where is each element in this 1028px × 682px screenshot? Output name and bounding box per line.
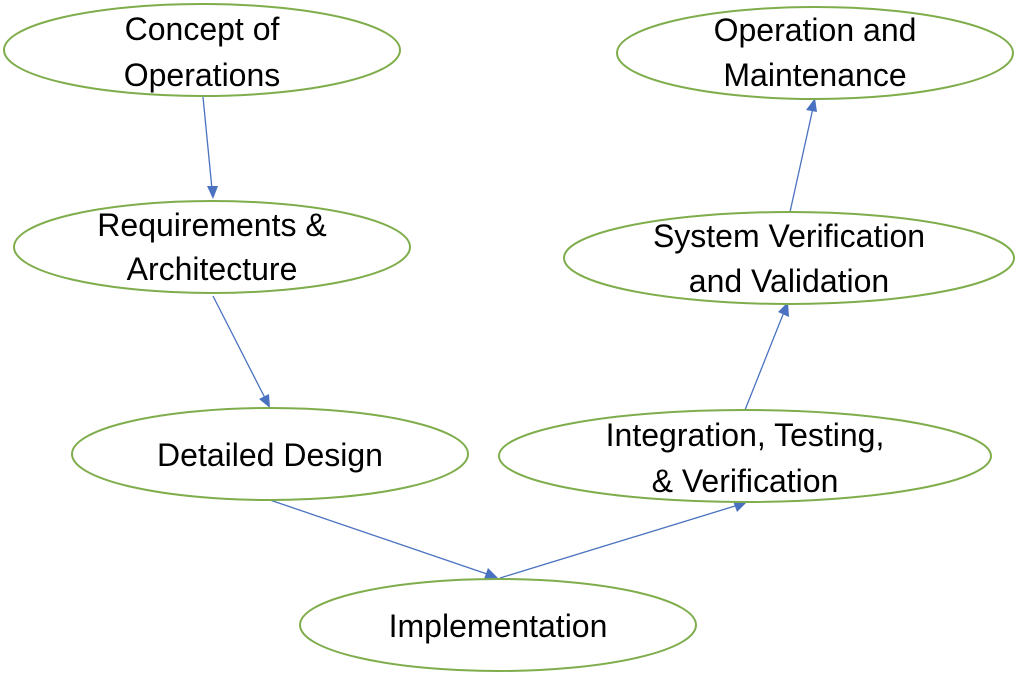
node-implementation: Implementation <box>299 578 697 672</box>
edge-requirements-to-detailed <box>212 295 270 408</box>
edge-integration-to-system <box>744 302 789 411</box>
edge-system-to-operation <box>789 98 817 213</box>
node-concept-of-operations: Concept of Operations <box>3 3 401 97</box>
node-detailed-design: Detailed Design <box>71 407 469 501</box>
node-label-line-2: Maintenance <box>723 57 906 93</box>
node-label-line-2: & Verification <box>652 463 839 499</box>
node-label-line-1: Requirements & <box>97 207 326 243</box>
node-label-line-1: Operation and <box>714 12 917 48</box>
node-label-line-1: Concept of <box>125 11 280 47</box>
node-requirements-architecture: Requirements & Architecture <box>13 200 411 294</box>
node-label-line-1: Detailed Design <box>157 437 383 473</box>
edge-concept-to-requirements <box>202 96 218 199</box>
edge-detailed-to-implementation <box>269 499 498 579</box>
node-system-verification-validation: System Verification and Validation <box>563 211 1015 305</box>
node-label-line-2: and Validation <box>689 263 889 299</box>
node-operation-and-maintenance: Operation and Maintenance <box>616 6 1014 100</box>
node-label-line-2: Architecture <box>127 251 298 287</box>
node-label-line-1: Integration, Testing, <box>606 417 885 453</box>
node-integration-testing-verification: Integration, Testing, & Verification <box>498 409 992 503</box>
node-label-line-2: Operations <box>124 57 281 93</box>
node-label-line-1: System Verification <box>653 218 925 254</box>
edge-implementation-to-integration <box>499 501 746 579</box>
node-label-line-1: Implementation <box>389 608 608 644</box>
edges <box>202 96 817 579</box>
